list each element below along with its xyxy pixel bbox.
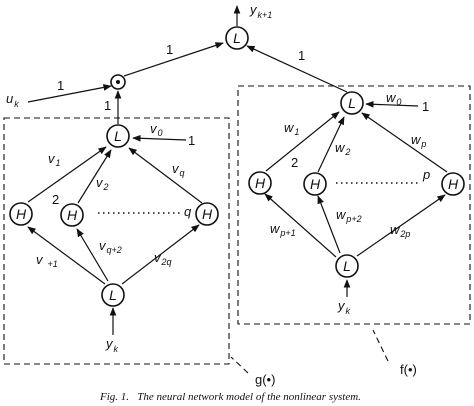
- weight-one-product: 1: [104, 98, 111, 113]
- f-weight-w1: w1: [284, 120, 299, 137]
- f-weight-w2p: w2p: [390, 222, 410, 239]
- f-hidden-node-1: H: [248, 171, 272, 195]
- g-weight-v2: v2: [96, 175, 109, 192]
- f-weight-wp-plus-1: wp+1: [270, 221, 296, 238]
- edge-g-lb-to-hq: [121, 224, 200, 285]
- f-hidden-node-p: H: [441, 172, 465, 196]
- f-weight-wp: wp: [411, 132, 426, 149]
- edge-f-h2-to-l: [317, 116, 345, 173]
- f-weight-wp-plus-2: wp+2: [336, 207, 362, 224]
- edge-g-h2-to-l: [77, 149, 112, 204]
- f-hidden-node-2: H: [303, 172, 327, 196]
- g-hidden-node-1-label: H: [16, 206, 27, 222]
- g-hidden-node-q-label: H: [202, 206, 213, 222]
- edge-f-h1-to-l: [265, 111, 340, 172]
- weight-one-left: 1: [166, 42, 173, 57]
- g-weight-vq: vq: [172, 161, 185, 178]
- weight-one-uk: 1: [57, 78, 64, 93]
- edge-f-to-top: [246, 45, 348, 93]
- f-bias-one: 1: [422, 99, 429, 114]
- edge-product-to-top: [123, 42, 224, 77]
- g-hidden-node-2: H: [60, 203, 84, 227]
- g-hidden-node-q: H: [195, 202, 219, 226]
- f-function-label: f(•): [400, 362, 417, 377]
- edge-f-lb-to-h2: [317, 195, 341, 254]
- f-input-node: L: [335, 254, 359, 278]
- f-hidden-index-p: p: [422, 167, 430, 182]
- f-hidden-node-p-label: H: [448, 176, 459, 192]
- f-weight-w0: w0: [386, 90, 401, 107]
- g-weight-vq-plus-2: vq+2: [99, 238, 122, 255]
- edge-g-lb-to-h1: [27, 226, 106, 285]
- edge-uk-to-product: [27, 84, 112, 103]
- g-weight-v1: v1: [48, 151, 61, 168]
- f-hidden-index-2: 2: [291, 155, 298, 170]
- g-input-node-label: L: [109, 287, 117, 303]
- f-input-y-label: yk: [337, 298, 351, 316]
- g-function-label: g(•): [255, 372, 275, 387]
- top-output-node-label: L: [233, 30, 241, 46]
- output-y-label: yk+1: [249, 2, 272, 20]
- top-output-node: L: [225, 26, 249, 50]
- g-output-node: L: [106, 124, 130, 148]
- weight-one-right: 1: [298, 48, 305, 63]
- f-hidden-node-2-label: H: [310, 176, 321, 192]
- edge-g-bias: [132, 134, 187, 142]
- f-subnetwork-box: [237, 85, 471, 325]
- g-output-node-label: L: [114, 128, 122, 144]
- f-output-node-label: L: [348, 95, 356, 111]
- g-hidden-index-q: q: [184, 204, 192, 219]
- f-weight-w2: w2: [335, 140, 350, 157]
- input-u-label: uk: [6, 91, 19, 109]
- f-hidden-node-1-label: H: [255, 175, 266, 191]
- g-pointer-line: [230, 356, 249, 374]
- g-subnetwork-box: [3, 117, 230, 365]
- g-weight-vq-plus-1: v+1: [36, 252, 58, 269]
- product-node: [110, 74, 126, 90]
- f-input-node-label: L: [343, 258, 351, 274]
- g-bias-one: 1: [188, 133, 195, 148]
- edge-f-lb-to-hp: [356, 194, 446, 257]
- f-output-node: L: [340, 91, 364, 115]
- edge-g-lb-to-h2: [76, 228, 109, 282]
- g-hidden-node-2-label: H: [67, 207, 78, 223]
- f-pointer-line: [372, 329, 389, 362]
- edge-g-hq-to-l: [128, 147, 203, 204]
- g-weight-v0: v0: [150, 121, 163, 138]
- g-input-y-label: yk: [105, 336, 119, 354]
- edge-f-lb-to-h1: [264, 193, 337, 258]
- g-input-node: L: [101, 283, 125, 307]
- g-hidden-node-1: H: [9, 202, 33, 226]
- g-weight-v2q: v2q: [154, 250, 172, 267]
- edge-f-bias: [365, 100, 419, 108]
- g-hidden-index-2: 2: [52, 192, 59, 207]
- figure-caption: Fig. 1. The neural network model of the …: [99, 391, 361, 403]
- edge-g-h1-to-l: [27, 146, 107, 203]
- edge-f-hp-to-l: [361, 112, 448, 173]
